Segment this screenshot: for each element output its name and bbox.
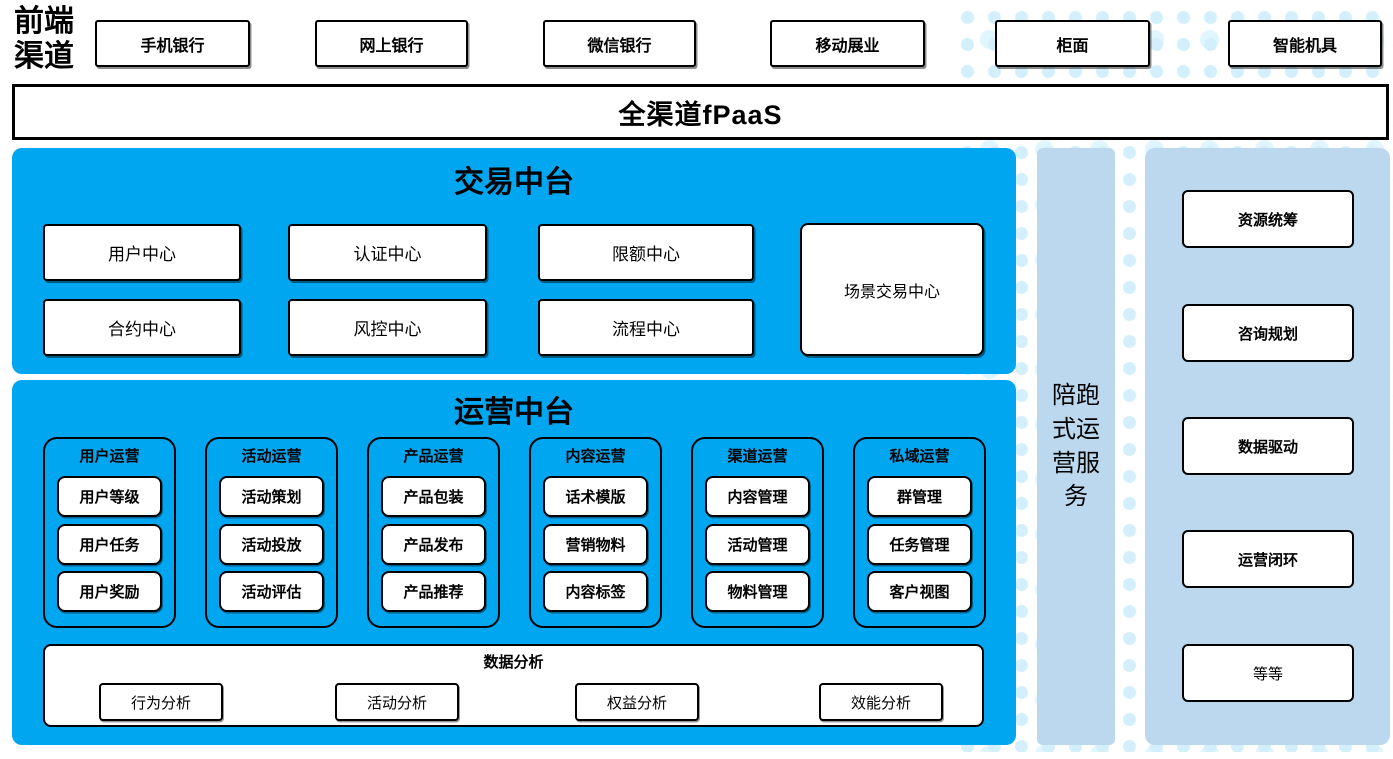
center-contract: 合约中心 bbox=[43, 299, 241, 356]
group-item: 物料管理 bbox=[705, 570, 810, 612]
trade-platform-title: 交易中台 bbox=[454, 166, 574, 199]
group-item: 用户奖励 bbox=[57, 570, 162, 612]
accompanying-service-bar: 陪跑式运营服务 bbox=[1037, 148, 1115, 745]
group-label: 活动运营 bbox=[241, 448, 302, 465]
center-limit: 限额中心 bbox=[538, 224, 754, 281]
center-scene-trade: 场景交易中心 bbox=[800, 223, 984, 356]
group-label: 渠道运营 bbox=[727, 448, 788, 465]
panel-resource-coordination: 资源统筹 bbox=[1182, 190, 1354, 248]
group-item: 活动评估 bbox=[219, 570, 324, 612]
group-channel-ops: 渠道运营 内容管理 活动管理 物料管理 bbox=[691, 437, 824, 628]
group-item: 产品发布 bbox=[381, 523, 486, 565]
group-item: 活动投放 bbox=[219, 523, 324, 565]
group-item: 产品包装 bbox=[381, 476, 486, 518]
data-analysis-panel: 数据分析 行为分析 活动分析 权益分析 效能分析 bbox=[43, 644, 984, 727]
center-risk: 风控中心 bbox=[288, 299, 487, 356]
operation-platform-block: 运营中台 用户运营 用户等级 用户任务 用户奖励 活动运营 活动策划 活动投放 … bbox=[12, 380, 1016, 745]
channel-online-banking: 网上银行 bbox=[315, 20, 468, 67]
panel-operation-loop: 运营闭环 bbox=[1182, 530, 1354, 588]
group-content-ops: 内容运营 话术模版 营销物料 内容标签 bbox=[529, 437, 662, 628]
analysis-activity: 活动分析 bbox=[335, 683, 459, 721]
group-item: 内容标签 bbox=[543, 570, 648, 612]
operation-platform-title: 运营中台 bbox=[454, 396, 574, 429]
accompanying-service-label: 陪跑式运营服务 bbox=[1052, 382, 1100, 511]
group-item: 用户任务 bbox=[57, 523, 162, 565]
group-label: 私域运营 bbox=[889, 448, 950, 465]
group-activity-ops: 活动运营 活动策划 活动投放 活动评估 bbox=[205, 437, 338, 628]
group-item: 活动策划 bbox=[219, 476, 324, 518]
group-product-ops: 产品运营 产品包装 产品发布 产品推荐 bbox=[367, 437, 500, 628]
channel-wechat-banking: 微信银行 bbox=[543, 20, 696, 67]
service-panel: 资源统筹 咨询规划 数据驱动 运营闭环 等等 bbox=[1145, 148, 1390, 745]
group-private-domain-ops: 私域运营 群管理 任务管理 客户视图 bbox=[853, 437, 986, 628]
group-item: 话术模版 bbox=[543, 476, 648, 518]
group-item: 内容管理 bbox=[705, 476, 810, 518]
group-item: 客户视图 bbox=[867, 570, 972, 612]
center-user: 用户中心 bbox=[43, 224, 241, 281]
group-user-ops: 用户运营 用户等级 用户任务 用户奖励 bbox=[43, 437, 176, 628]
group-item: 产品推荐 bbox=[381, 570, 486, 612]
channel-counter: 柜面 bbox=[995, 20, 1150, 67]
group-item: 营销物料 bbox=[543, 523, 648, 565]
panel-data-driven: 数据驱动 bbox=[1182, 417, 1354, 475]
panel-consulting-planning: 咨询规划 bbox=[1182, 304, 1354, 362]
channel-mobile-banking: 手机银行 bbox=[95, 20, 250, 67]
group-item: 用户等级 bbox=[57, 476, 162, 518]
group-label: 产品运营 bbox=[403, 448, 464, 465]
channel-smart-machines: 智能机具 bbox=[1228, 20, 1382, 67]
center-auth: 认证中心 bbox=[288, 224, 487, 281]
data-analysis-label: 数据分析 bbox=[483, 654, 544, 671]
trade-platform-block: 交易中台 用户中心 认证中心 限额中心 合约中心 风控中心 流程中心 场景交易中… bbox=[12, 148, 1016, 374]
omni-channel-fpaas-bar: 全渠道fPaaS bbox=[12, 84, 1389, 140]
front-channels-label: 前端渠道 bbox=[14, 5, 74, 73]
center-process: 流程中心 bbox=[538, 299, 754, 356]
group-label: 内容运营 bbox=[565, 448, 626, 465]
analysis-behavior: 行为分析 bbox=[99, 683, 223, 721]
channel-mobile-sales: 移动展业 bbox=[770, 20, 925, 67]
group-item: 群管理 bbox=[867, 476, 972, 518]
group-label: 用户运营 bbox=[79, 448, 140, 465]
panel-etc: 等等 bbox=[1182, 644, 1354, 702]
group-item: 活动管理 bbox=[705, 523, 810, 565]
group-item: 任务管理 bbox=[867, 523, 972, 565]
analysis-rights: 权益分析 bbox=[575, 683, 699, 721]
analysis-efficiency: 效能分析 bbox=[819, 683, 943, 721]
